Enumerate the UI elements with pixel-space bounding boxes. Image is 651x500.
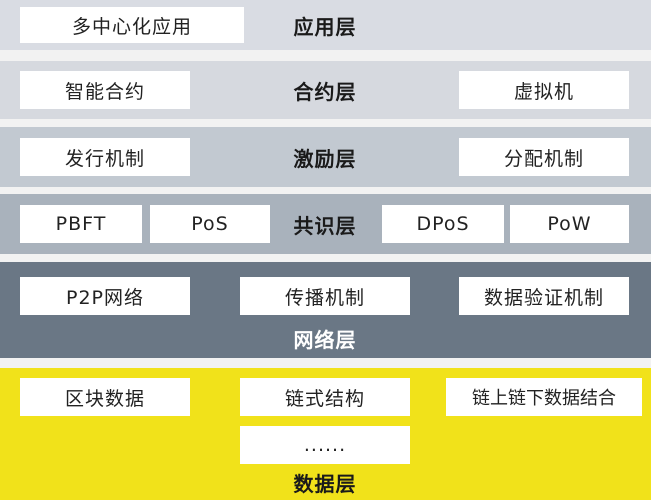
contract-item-smart-contract: 智能合约: [20, 71, 190, 109]
contract-layer: 智能合约 合约层 虚拟机: [0, 61, 651, 119]
contract-item-vm: 虚拟机: [459, 71, 629, 109]
data-layer-title: 数据层: [293, 471, 357, 496]
consensus-item-pbft: PBFT: [20, 205, 142, 243]
consensus-layer-title: 共识层: [293, 213, 357, 238]
app-item-dapp: 多中心化应用: [20, 7, 244, 43]
incentive-layer: 发行机制 激励层 分配机制: [0, 127, 651, 187]
application-layer: 多中心化应用 应用层: [0, 0, 651, 50]
data-layer: 区块数据 链式结构 链上链下数据结合 ...... 数据层: [0, 368, 651, 500]
incentive-item-distribution: 分配机制: [459, 138, 629, 176]
network-item-p2p: P2P网络: [20, 277, 190, 315]
consensus-layer: PBFT PoS 共识层 DPoS PoW: [0, 194, 651, 254]
data-item-block: 区块数据: [20, 378, 190, 416]
network-layer-title: 网络层: [293, 327, 357, 352]
contract-layer-title: 合约层: [293, 79, 357, 104]
data-item-onchain-offchain: 链上链下数据结合: [446, 378, 642, 416]
network-layer: P2P网络 传播机制 数据验证机制 网络层: [0, 262, 651, 358]
incentive-item-issuance: 发行机制: [20, 138, 190, 176]
network-item-propagation: 传播机制: [240, 277, 410, 315]
incentive-layer-title: 激励层: [293, 146, 357, 171]
data-item-ellipsis: ......: [240, 426, 410, 464]
consensus-item-pos: PoS: [150, 205, 270, 243]
data-item-chain: 链式结构: [240, 378, 410, 416]
network-item-verification: 数据验证机制: [459, 277, 629, 315]
application-layer-title: 应用层: [293, 14, 357, 39]
consensus-item-pow: PoW: [510, 205, 629, 243]
consensus-item-dpos: DPoS: [382, 205, 504, 243]
